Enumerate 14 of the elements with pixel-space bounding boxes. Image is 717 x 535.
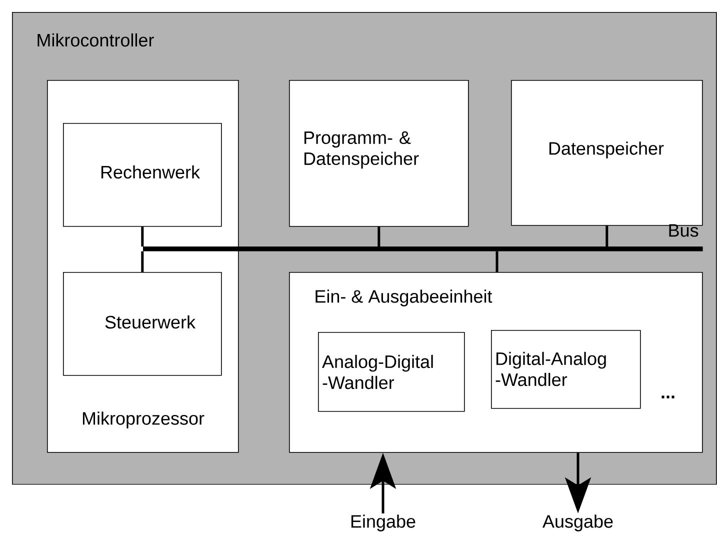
connector-line	[606, 226, 608, 246]
io-label: Eingabe	[351, 514, 416, 532]
block-box: Programm- & Datenspeicher	[289, 80, 469, 227]
ellipsis-label: ...	[662, 396, 674, 398]
connector-line	[141, 226, 144, 246]
block-box: Rechenwerk	[63, 123, 222, 227]
connector-line	[496, 251, 498, 272]
block-box: Analog-Digital -Wandler	[318, 332, 465, 412]
connector-line	[378, 226, 380, 246]
connector-line	[141, 251, 144, 272]
block-box: Steuerwerk	[63, 272, 222, 376]
io-label: Ausgabe	[542, 514, 613, 532]
block-box: Digital-Analog -Wandler	[491, 330, 641, 409]
bus-label: Bus	[669, 224, 698, 237]
